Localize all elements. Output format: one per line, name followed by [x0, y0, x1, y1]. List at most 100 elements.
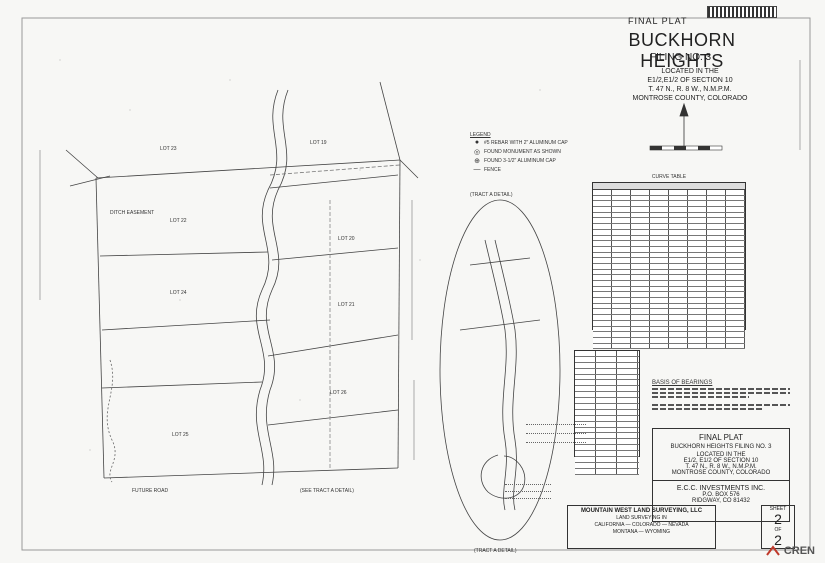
curve-table-row [593, 207, 745, 213]
lot-label: LOT 21 [338, 302, 355, 308]
curve-table-row [593, 224, 745, 230]
line-table-row [575, 462, 639, 469]
legend-label: FENCE [484, 166, 501, 173]
cren-logo-text: CREN [783, 545, 815, 557]
location-line: E1/2,E1/2 OF SECTION 10 [647, 77, 733, 84]
text-line [526, 416, 586, 425]
curve-table-row [593, 320, 745, 327]
text-line [505, 492, 551, 499]
text-line [652, 392, 790, 394]
line-table-row [575, 409, 639, 416]
legend-row: —FENCE [470, 165, 585, 174]
cren-logo-icon [766, 545, 780, 556]
text-line [505, 478, 551, 485]
filing-number: FILING NO. 3 [650, 52, 712, 63]
sheet-label: SHEET [769, 506, 787, 512]
subdivision-title: BUCKHORN HEIGHTS [628, 30, 736, 71]
curve-table-row [593, 229, 745, 236]
curve-table: CURVE TABLE [592, 174, 746, 350]
curve-table-row [593, 201, 745, 208]
curve-table-row [593, 303, 745, 310]
see-tract-label: (SEE TRACT A DETAIL) [300, 488, 354, 494]
owner-name: E.C.C. INVESTMENTS INC. [676, 485, 766, 492]
line-table-row [575, 468, 639, 475]
recording-stamp [707, 6, 777, 18]
text-line [652, 404, 790, 406]
title-box: FINAL PLAT BUCKHORN HEIGHTS FILING NO. 3… [652, 428, 790, 522]
lot-label: LOT 23 [160, 146, 177, 152]
line-table-row [575, 374, 639, 381]
line-table-row [575, 457, 639, 463]
curve-table-row [593, 235, 745, 242]
surveyor-name: MOUNTAIN WEST LAND SURVEYING, LLC [580, 508, 703, 514]
legend-label: FOUND 3-1/2" ALUMINUM CAP [484, 157, 556, 164]
surveyor-states: MONTANA — WYOMING [612, 529, 671, 535]
line-table-row [575, 433, 639, 440]
location-line: MONTROSE COUNTY, COLORADO [632, 95, 748, 102]
line-table-row [575, 415, 639, 422]
line-table-body [575, 351, 639, 475]
line-table-row [575, 380, 639, 387]
text-line [652, 408, 763, 410]
legend-row: ⊕ FOUND 3-1/2" ALUMINUM CAP [470, 156, 585, 165]
cap-symbol-icon: ⊕ [474, 157, 480, 165]
line-table-row [575, 386, 639, 393]
surveyor-block: MOUNTAIN WEST LAND SURVEYING, LLC LAND S… [567, 505, 716, 549]
line-table-row [575, 392, 639, 399]
easement-label: DITCH EASEMENT [110, 210, 155, 216]
legend: LEGEND ●#5 REBAR WITH 2" ALUMINUM CAP ◎F… [470, 132, 585, 174]
curve-table-row [593, 315, 745, 321]
line-table-row [575, 404, 639, 410]
legend-row: ◎FOUND MONUMENT AS SHOWN [470, 147, 585, 156]
curve-table-row [593, 275, 745, 281]
curve-table-row [593, 286, 745, 293]
line-table-row [575, 427, 639, 434]
sheet-of-label: OF [774, 527, 782, 533]
sheet-total: 2 [774, 532, 782, 548]
curve-table-row [593, 241, 745, 247]
curve-table-row [593, 258, 745, 264]
curve-table-row [593, 195, 745, 202]
curve-table-title: CURVE TABLE [651, 174, 687, 180]
line-table-row [575, 421, 639, 428]
sheet-number-block: SHEET 2 OF 2 [761, 505, 795, 549]
tract-detail-label: (TRACT A DETAIL) [470, 192, 513, 198]
line-table-row [575, 362, 639, 369]
title-box-location: MONTROSE COUNTY, COLORADO [671, 470, 771, 476]
line-table-row [575, 445, 639, 452]
title-box-heading: FINAL PLAT [698, 433, 743, 442]
curve-table-header [593, 183, 745, 190]
curve-table-row [593, 298, 745, 304]
tract-detail-label: (TRACT A DETAIL) [474, 548, 517, 554]
legend-title: LEGEND [470, 132, 491, 138]
curve-table-row [593, 246, 745, 253]
divider [653, 480, 789, 481]
title-box-location: LOCATED IN THE [696, 452, 746, 458]
line-table-row [575, 356, 639, 363]
text-line [652, 388, 790, 390]
location-block: LOCATED IN THE E1/2,E1/2 OF SECTION 10 T… [620, 67, 760, 103]
fence-symbol-icon: — [473, 166, 481, 173]
text-line [526, 425, 586, 434]
curve-table-row [593, 343, 745, 350]
text-line [652, 396, 749, 398]
curve-table-row [593, 218, 745, 225]
legend-row: ●#5 REBAR WITH 2" ALUMINUM CAP [470, 138, 585, 147]
lot-label: LOT 26 [330, 390, 347, 396]
curve-table-row [593, 269, 745, 276]
lot-label: LOT 25 [172, 432, 189, 438]
line-table-row [575, 351, 639, 357]
curve-table-row [593, 263, 745, 270]
legend-label: #5 REBAR WITH 2" ALUMINUM CAP [484, 139, 568, 146]
text-line [526, 434, 586, 443]
lot-label: LOT 20 [338, 236, 355, 242]
sheet-number: 2 [774, 511, 782, 527]
curve-table-row [593, 252, 745, 259]
curve-table-row [593, 190, 745, 196]
basis-title: BASIS OF BEARINGS [652, 380, 713, 386]
line-table-row [575, 398, 639, 405]
curve-table-row [593, 309, 745, 316]
curve-table-row [593, 326, 745, 333]
